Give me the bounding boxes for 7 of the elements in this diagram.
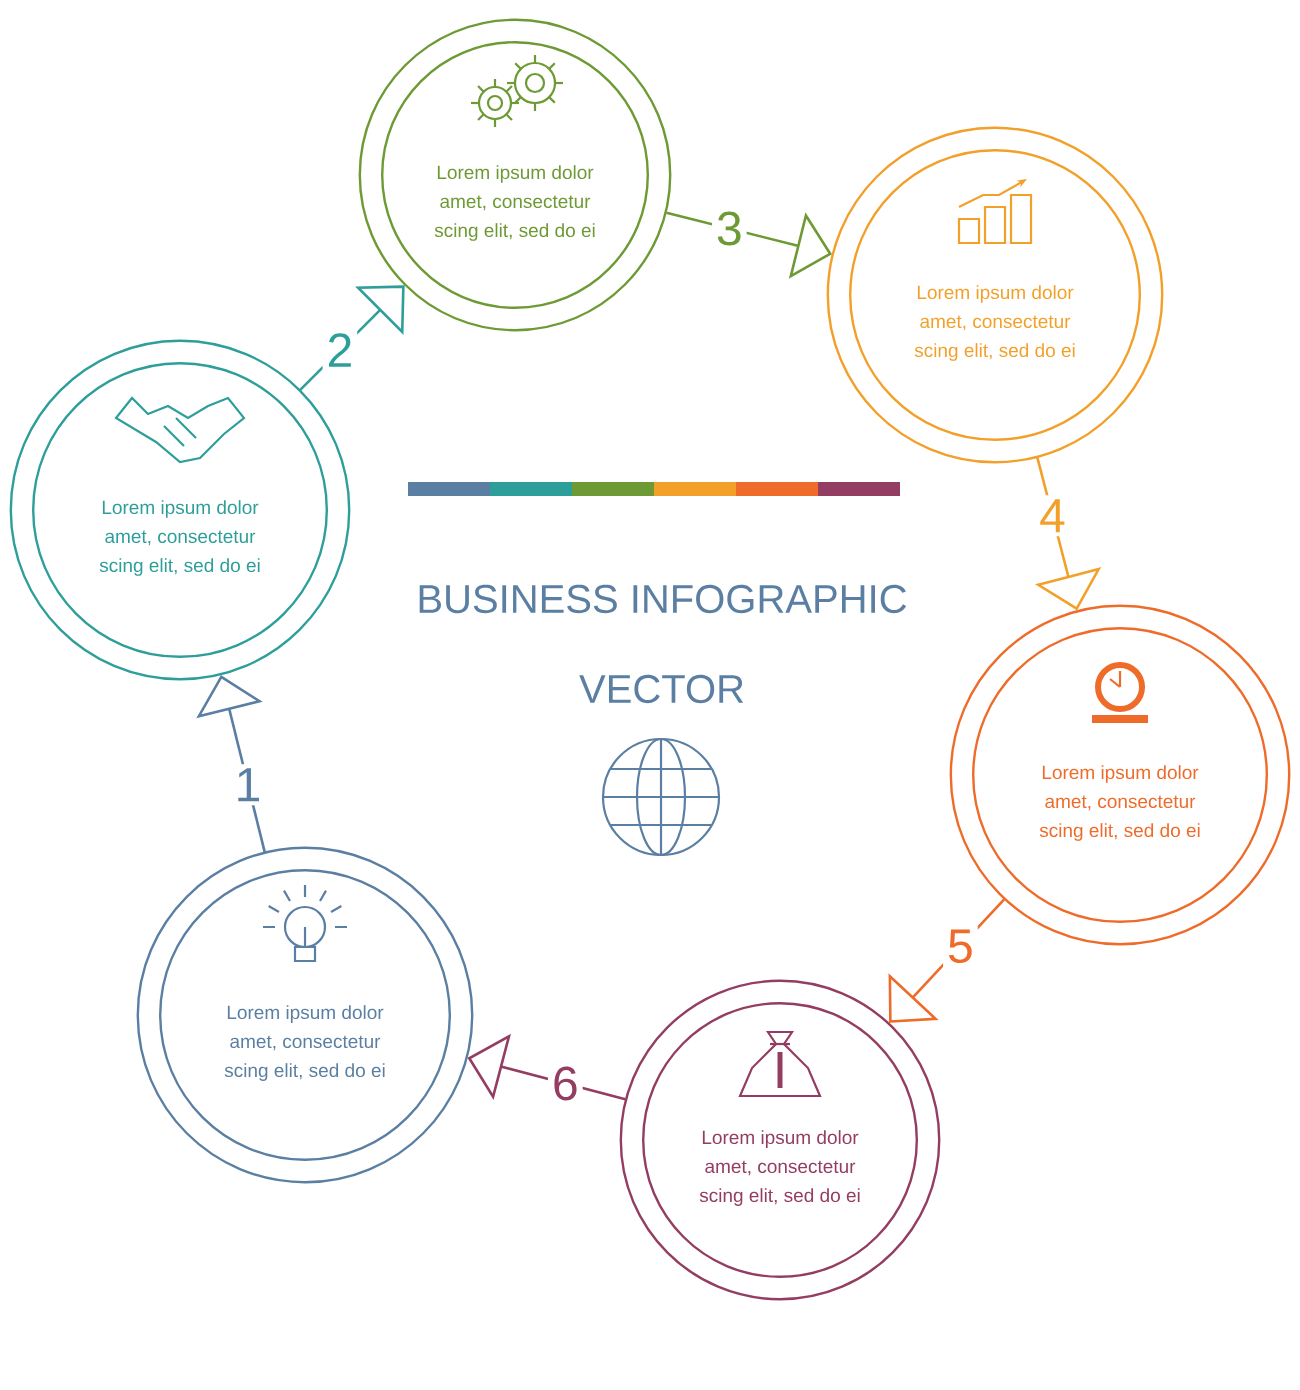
step-number: 1 xyxy=(230,764,266,806)
step-number: 3 xyxy=(711,207,747,250)
step-number: 6 xyxy=(547,1062,583,1105)
step-number: 4 xyxy=(1035,495,1070,537)
title: BUSINESS INFOGRAPHIC VECTOR xyxy=(419,584,907,704)
step-number: 2 xyxy=(322,329,358,371)
step-number: 5 xyxy=(943,925,978,968)
